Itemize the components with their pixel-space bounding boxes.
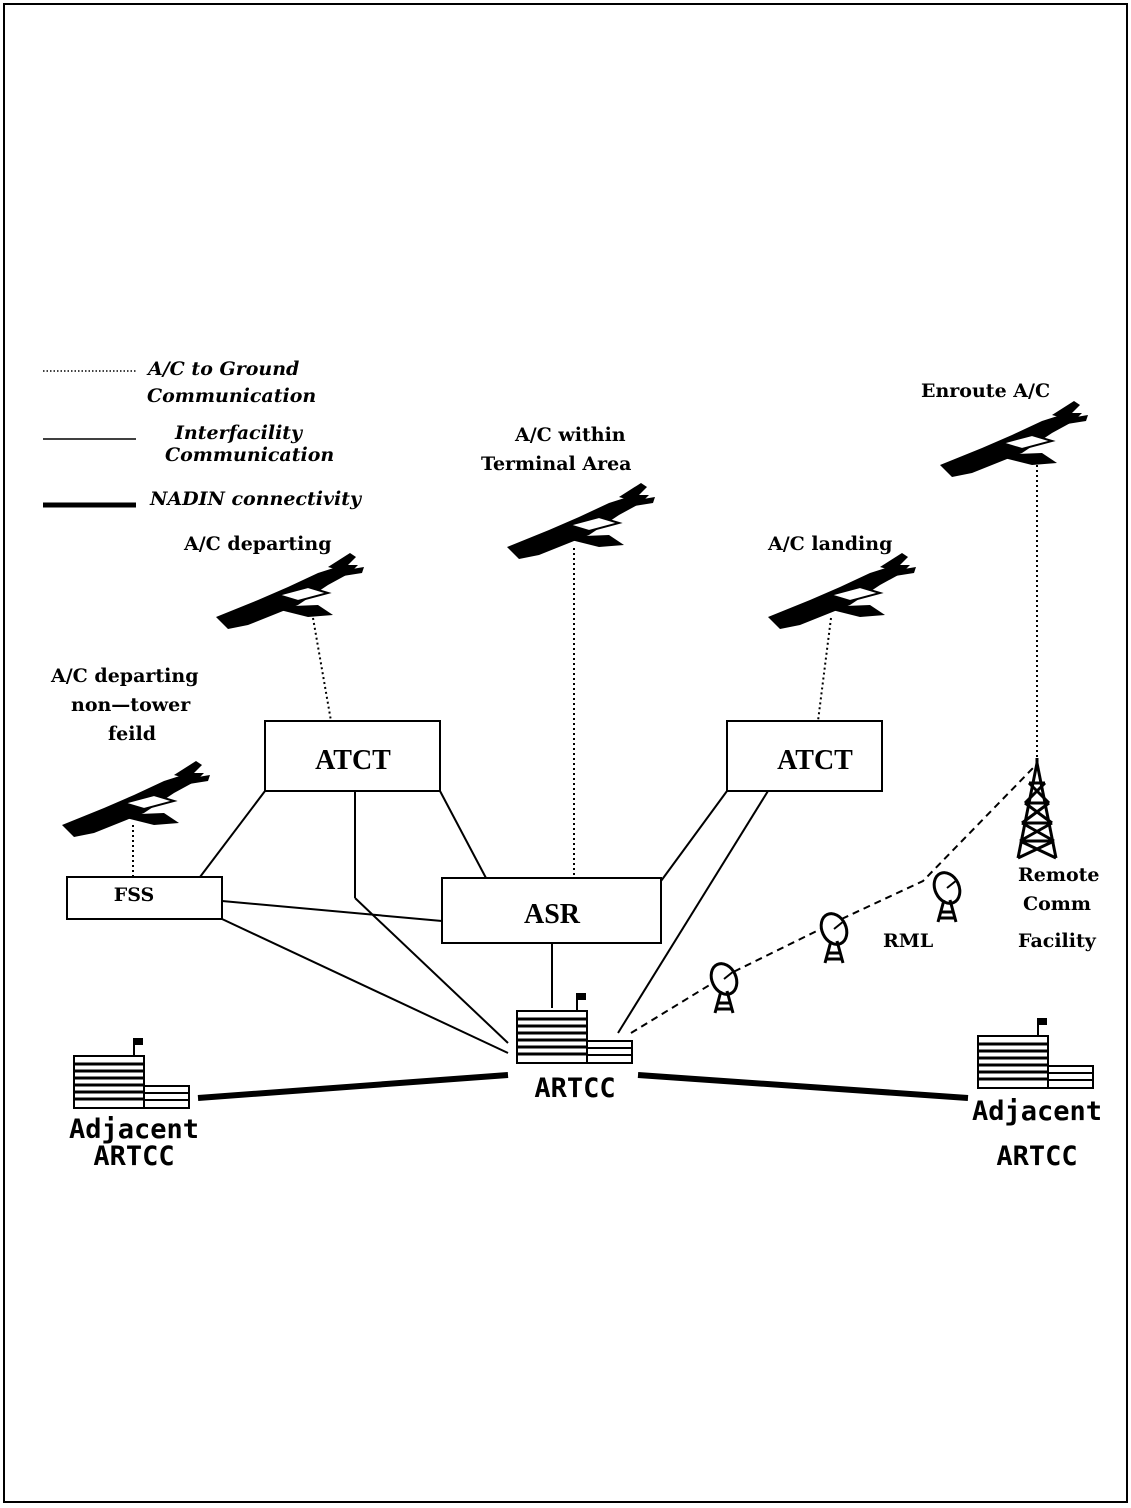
label-enroute-ac: Enroute A/C	[921, 380, 1050, 402]
fss-box: FSS	[66, 876, 223, 920]
building-icon	[515, 991, 634, 1065]
airplane-icon	[767, 552, 917, 630]
atct-left-label: ATCT	[315, 745, 391, 776]
legend-dotted-label-2: Communication	[147, 385, 316, 407]
asr-label: ASR	[524, 899, 581, 930]
atct-left-box: ATCT	[264, 720, 441, 792]
radar-dish-icon	[704, 957, 744, 1015]
airplane-icon	[215, 552, 365, 630]
label-landing: A/C landing	[767, 533, 892, 555]
adjacent-right-label-1: Adjacent	[972, 1096, 1102, 1127]
legend-thin-label-1: Interfacility	[174, 422, 304, 444]
legend-thin-label-2: Communication	[165, 444, 334, 466]
legend-dotted-label-1: A/C to Ground	[146, 358, 299, 380]
asr-box: ASR	[441, 877, 662, 944]
label-terminal-1: A/C within	[514, 424, 626, 446]
radar-dish-icon	[927, 866, 967, 924]
rml-link	[630, 767, 1034, 1034]
label-departing: A/C departing	[183, 533, 332, 555]
adjacent-right-label-2: ARTCC	[996, 1141, 1077, 1172]
outer-border	[3, 3, 1128, 1503]
airplane-icon	[61, 760, 211, 838]
rml-label: RML	[883, 930, 933, 952]
building-icon	[72, 1036, 191, 1110]
label-nontower-1: A/C departing	[50, 665, 199, 687]
radio-tower-icon	[1016, 758, 1058, 860]
fss-label: FSS	[114, 884, 155, 906]
remote-label-3: Facility	[1018, 930, 1097, 952]
legend: A/C to Ground Communication Interfacilit…	[43, 358, 363, 510]
building-icon	[976, 1016, 1095, 1090]
airplane-icon	[506, 482, 656, 560]
ac-ground-links	[132, 465, 1038, 880]
artcc-label: ARTCC	[534, 1073, 615, 1104]
label-nontower-2: non—tower	[71, 694, 191, 716]
label-nontower-3: feild	[108, 723, 156, 745]
atct-right-box: ATCT	[726, 720, 883, 792]
diagram-frame: A/C to Ground Communication Interfacilit…	[3, 3, 1128, 1503]
adjacent-left-label-1: Adjacent	[69, 1114, 199, 1145]
remote-label-1: Remote	[1018, 864, 1100, 886]
label-terminal-2: Terminal Area	[481, 453, 632, 475]
adjacent-left-label-2: ARTCC	[93, 1141, 174, 1172]
legend-thick-label: NADIN connectivity	[149, 488, 363, 510]
atct-right-label: ATCT	[777, 745, 853, 776]
interfacility-links	[199, 790, 769, 1054]
airplane-icon	[939, 400, 1089, 478]
remote-label-2: Comm	[1023, 893, 1091, 915]
nadin-links	[197, 1072, 969, 1101]
